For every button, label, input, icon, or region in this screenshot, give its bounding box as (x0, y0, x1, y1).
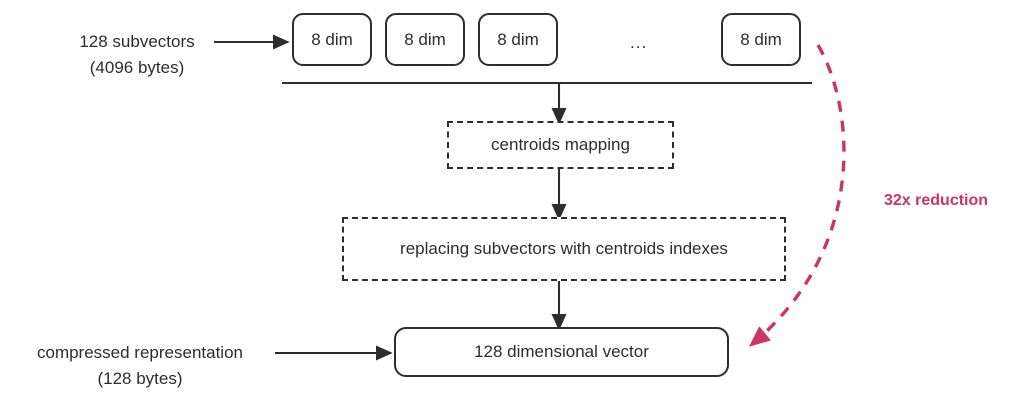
subvector-box-2-label: 8 dim (404, 29, 446, 49)
arrow-reduction-curve (748, 44, 846, 347)
input-label-line1: 128 subvectors (79, 32, 195, 51)
subvector-box-3-label: 8 dim (497, 29, 539, 49)
reduction-annotation-label: 32x reduction (884, 192, 989, 209)
subvector-box-last[interactable]: 8 dim (721, 13, 801, 66)
subvector-box-2[interactable]: 8 dim (385, 13, 465, 66)
subvector-box-last-label: 8 dim (740, 29, 782, 49)
subvector-box-1-label: 8 dim (311, 29, 353, 49)
stage-box-centroids-mapping-label: centroids mapping (491, 135, 630, 154)
subvector-ellipsis: ... (630, 33, 648, 52)
result-box-label: 128 dimensional vector (474, 342, 649, 361)
input-label: 128 subvectors (4096 bytes) (62, 29, 212, 81)
stage-box-centroids-mapping[interactable]: centroids mapping (447, 121, 674, 169)
output-label: compressed representation (128 bytes) (14, 340, 266, 392)
output-label-line1: compressed representation (36, 343, 243, 362)
result-box-dimensional-vector[interactable]: 128 dimensional vector (394, 327, 729, 377)
output-label-line2: (128 bytes) (97, 369, 183, 388)
input-label-line2: (4096 bytes) (89, 58, 185, 77)
subvector-box-1[interactable]: 8 dim (292, 13, 372, 66)
stage-box-replacing-subvectors-label: replacing subvectors with centroids inde… (400, 239, 728, 258)
subvector-box-3[interactable]: 8 dim (478, 13, 558, 66)
stage-box-replacing-subvectors[interactable]: replacing subvectors with centroids inde… (342, 217, 786, 281)
